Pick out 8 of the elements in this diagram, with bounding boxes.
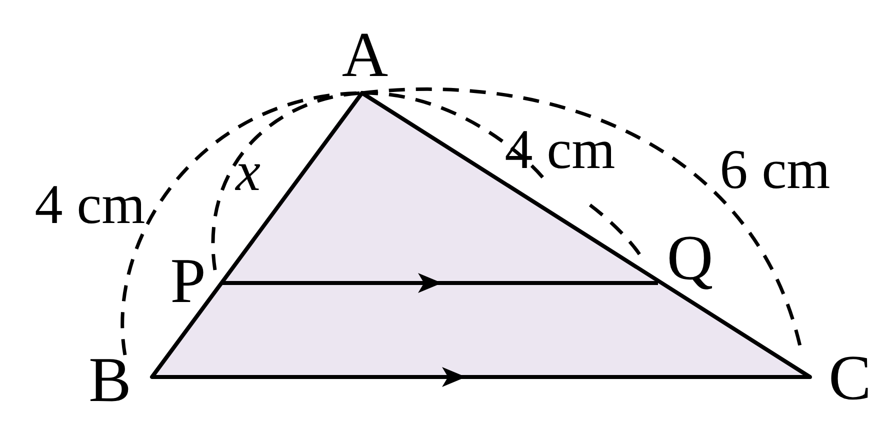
length-label: 4 cm bbox=[34, 177, 146, 233]
vertex-label: A bbox=[342, 23, 388, 87]
vertex-label: B bbox=[88, 348, 132, 412]
vertex-label: P bbox=[170, 249, 206, 313]
length-label: x bbox=[236, 144, 260, 200]
vertex-label: Q bbox=[666, 226, 714, 290]
vertex-label: C bbox=[828, 346, 872, 410]
length-label: 6 cm bbox=[720, 142, 830, 198]
